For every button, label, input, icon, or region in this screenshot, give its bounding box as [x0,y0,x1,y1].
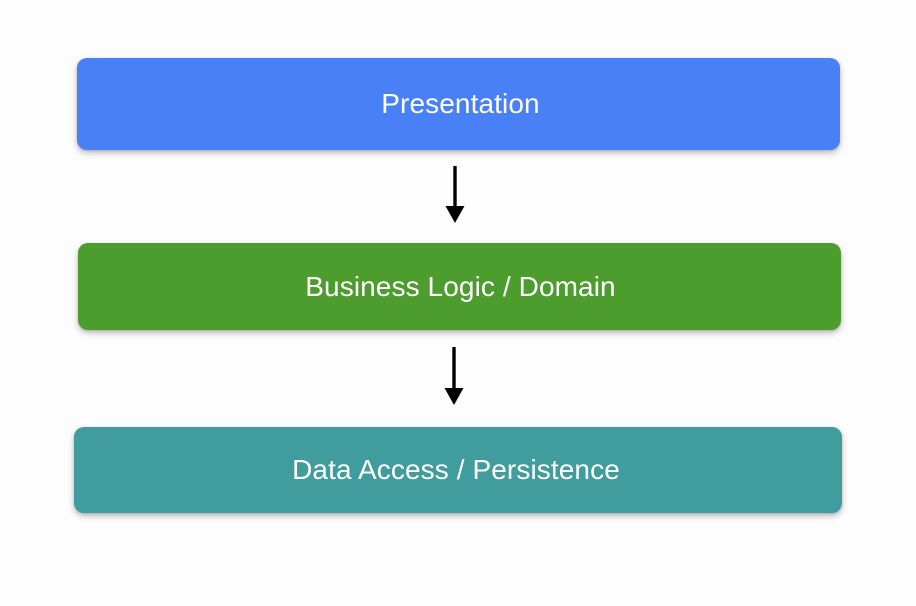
layer-box-presentation[interactable]: Presentation [77,58,840,150]
layer-label-presentation: Presentation [381,88,540,119]
layer-label-business-logic: Business Logic / Domain [305,270,616,302]
layer-box-business-logic[interactable]: Business Logic / Domain [78,243,841,330]
layer-label-data-access: Data Access / Persistence [292,454,620,485]
arrow-presentation-to-business-icon [436,164,474,226]
layer-box-data-access[interactable]: Data Access / Persistence [74,427,842,513]
arrow-business-to-data-icon [435,345,473,408]
